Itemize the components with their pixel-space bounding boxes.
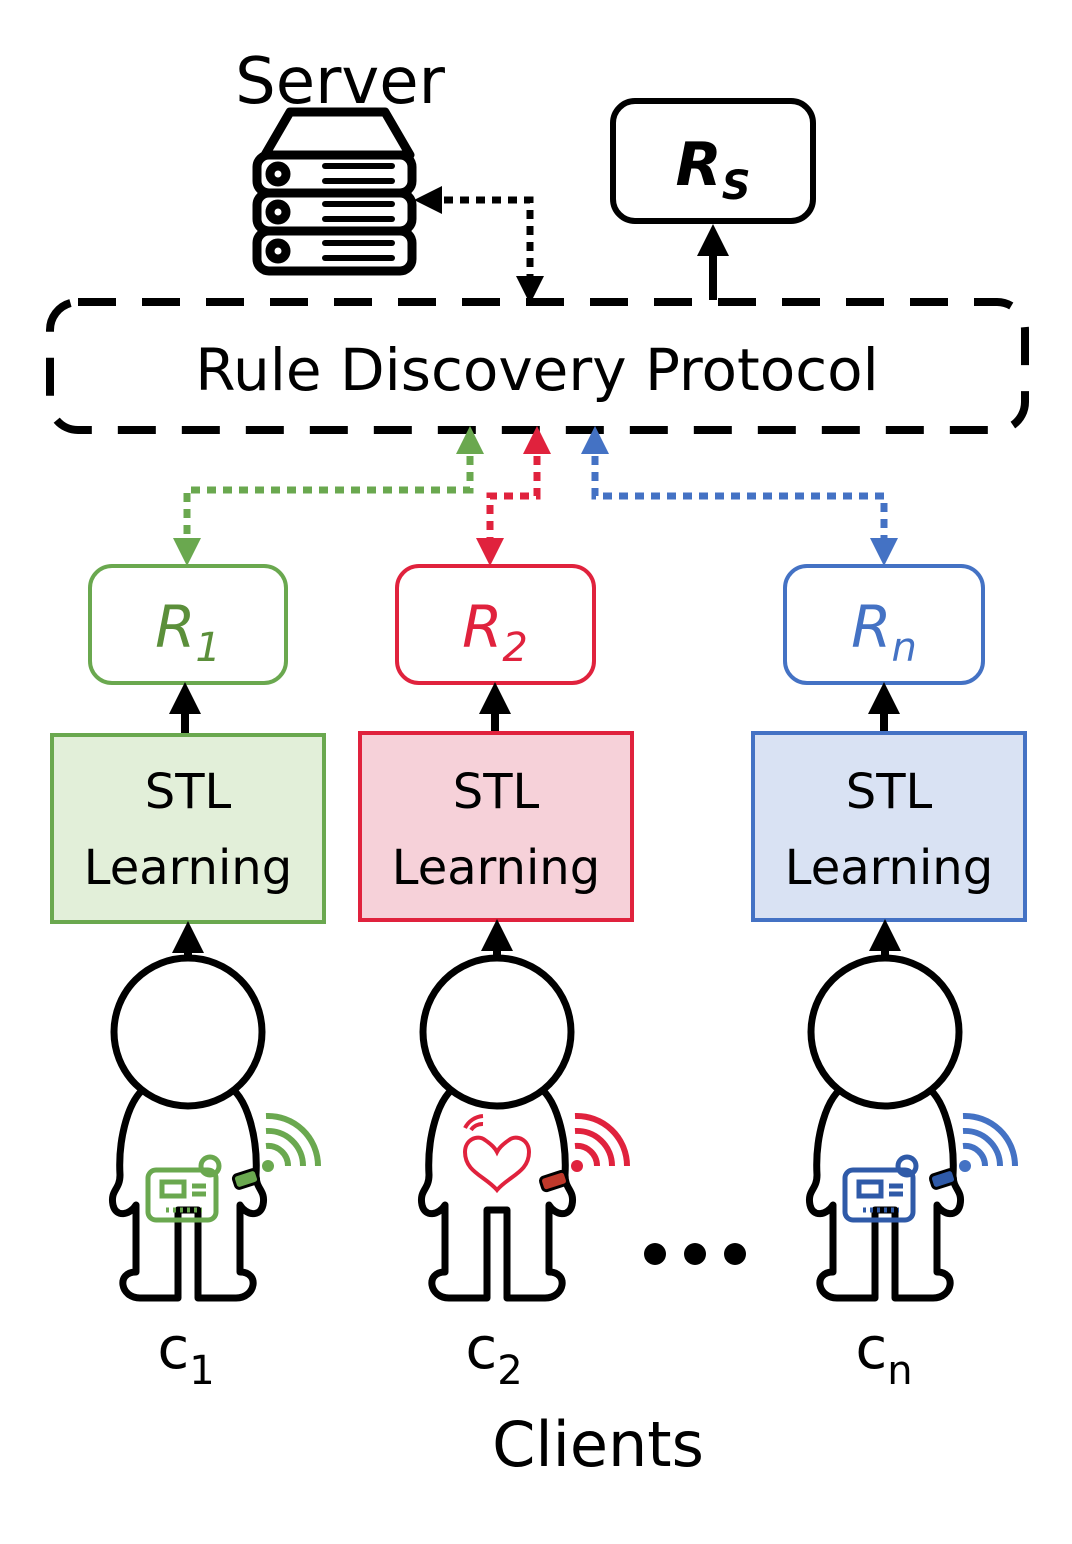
server-icon (252, 107, 417, 276)
client1-stl-line1: STL (145, 764, 232, 820)
client2-person-icon (417, 954, 630, 1302)
clients-title: Clients (492, 1408, 704, 1481)
client2-stl-line2: Learning (392, 840, 600, 896)
client2-rule-sub: 2 (502, 625, 527, 671)
server-rule-base: R (675, 130, 721, 200)
server-title: Server (235, 45, 446, 119)
clientn-wristband-icon (928, 1168, 958, 1190)
client1-wristband-icon (231, 1168, 261, 1190)
server-rule-sub: S (722, 163, 751, 209)
client1-sensor-board-icon (145, 1154, 222, 1223)
server-rule-box (610, 98, 816, 224)
clientn-person-icon (805, 954, 1018, 1302)
clientn-rule-label: Rn (851, 593, 917, 671)
client1-stl-box (50, 733, 326, 924)
client2-wristband-icon (539, 1169, 569, 1193)
clientn-stl-box (751, 731, 1027, 922)
client1-label: c1 (157, 1314, 214, 1394)
client1-rule-base: R (155, 593, 195, 661)
clientn-rule-base: R (851, 593, 891, 661)
clientn-label-base: c (855, 1314, 887, 1382)
client1-label-base: c (157, 1314, 189, 1382)
client2-stl-line1: STL (453, 764, 540, 820)
clientn-rule-sub: n (891, 625, 916, 671)
clientn-stl-line1: STL (846, 764, 933, 820)
server-rule-label: RS (675, 130, 750, 209)
ellipsis (644, 1243, 746, 1265)
server-protocol-link (414, 186, 544, 304)
client1-person-icon (108, 954, 321, 1302)
clientn-protocol-link (581, 426, 898, 566)
client2-label: c2 (465, 1314, 522, 1394)
client1-wireless-signal-icon (262, 1112, 321, 1172)
protocol-label: Rule Discovery Protocol (195, 336, 878, 404)
clientn-stl-line2: Learning (785, 840, 993, 896)
client2-label-sub: 2 (497, 1348, 522, 1394)
client1-label-sub: 1 (189, 1348, 214, 1394)
clientn-label-sub: n (887, 1348, 912, 1394)
clientn-label: cn (855, 1314, 912, 1394)
clientn-wireless-signal-icon (959, 1112, 1018, 1172)
client1-protocol-link (173, 426, 484, 566)
clientn-sensor-board-icon (842, 1154, 919, 1223)
client1-stl-line2: Learning (84, 840, 292, 896)
client1-rule-sub: 1 (195, 625, 220, 671)
client2-wireless-signal-icon (571, 1112, 630, 1172)
client1-rule-label: R1 (155, 593, 221, 671)
client2-heart-sensor-icon (462, 1114, 532, 1194)
client2-protocol-link (476, 426, 551, 566)
client2-rule-label: R2 (462, 593, 528, 671)
client2-label-base: c (465, 1314, 497, 1382)
client2-stl-box (358, 731, 634, 922)
client2-rule-base: R (462, 593, 502, 661)
